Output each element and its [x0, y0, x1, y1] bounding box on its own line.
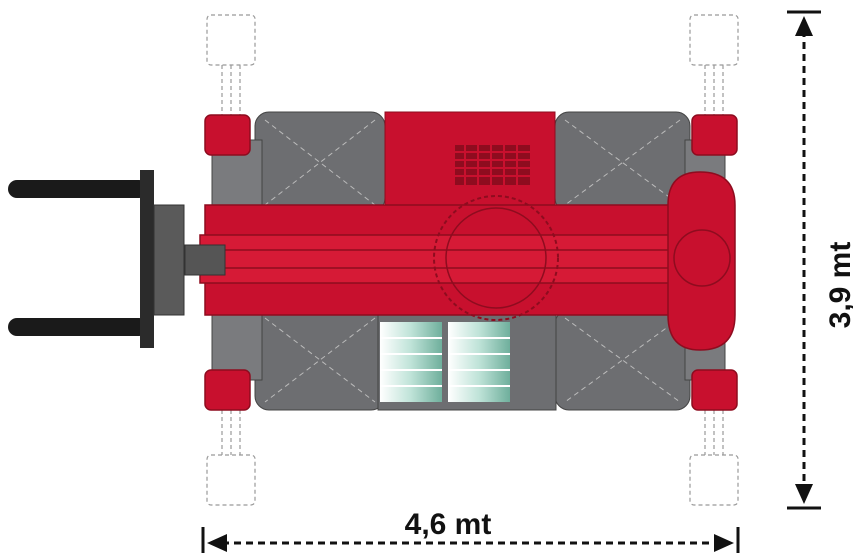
- window-bars: [380, 337, 510, 387]
- pad-top-right: [691, 114, 738, 156]
- outrigger-feet: [206, 14, 739, 506]
- pad-bottom-left: [204, 369, 251, 411]
- carriage: [140, 170, 154, 348]
- cab-window-left: [380, 322, 442, 402]
- arrow-down-icon: [795, 484, 813, 504]
- arrow-right-icon: [714, 534, 734, 552]
- engine-cover: [384, 111, 556, 208]
- outrigger-foot-bottom-right: [689, 410, 739, 506]
- width-dimension: [787, 10, 821, 510]
- fork-top: [8, 180, 148, 198]
- wheel-outlines: [264, 119, 681, 403]
- arrow-left-icon: [207, 534, 227, 552]
- arrow-up-icon: [795, 16, 813, 36]
- outrigger-foot-top-left: [206, 14, 256, 115]
- outrigger-foot-bottom-left: [206, 410, 256, 506]
- carriage-plate: [153, 204, 185, 316]
- fork-bottom: [8, 318, 148, 336]
- length-label: 4,6 mt: [405, 508, 492, 541]
- length-dimension: [201, 527, 740, 553]
- forks: [8, 170, 185, 348]
- outrigger-pads: [204, 114, 738, 411]
- outrigger-foot-top-right: [689, 14, 739, 115]
- pad-top-left: [204, 114, 251, 156]
- pad-bottom-right: [691, 369, 738, 411]
- telescopic-boom: [184, 204, 711, 316]
- cab-window-right: [448, 322, 510, 402]
- cab: [377, 314, 557, 411]
- turret: [433, 195, 559, 321]
- counterweight: [667, 171, 736, 351]
- width-label: 3,9 mt: [824, 242, 853, 329]
